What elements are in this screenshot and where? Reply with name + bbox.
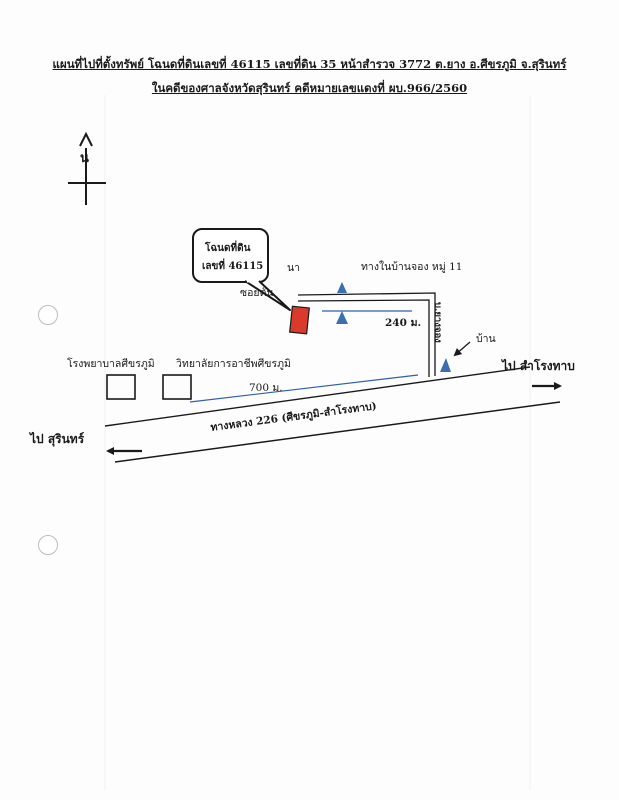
rice-field-label: นา [287, 262, 301, 274]
to-surin-label: ไป สุรินทร์ [30, 432, 85, 446]
map-title: แผนที่ไปที่ตั้งทรัพย์ โฉนดที่ดินเลขที่ 4… [52, 57, 567, 71]
college-label: วิทยาลัยการอาชีพศีขรภูมิ [176, 358, 291, 370]
callout-line-1: โฉนดที่ดิน [205, 243, 251, 254]
local-road [297, 292, 436, 377]
highway-edge-north [104, 366, 531, 427]
house-pointer-arrow [453, 341, 471, 357]
north-label: น [80, 151, 89, 166]
hospital-label: โรงพยาบาลศีขรภูมิ [67, 358, 155, 370]
blue-marker-plot [336, 311, 348, 324]
blue-marker-village [440, 358, 451, 372]
blue-marker-north [337, 282, 347, 293]
to-samrong-thap-label: ไป สำโรงทาบ [502, 359, 575, 373]
callout-line-2: เลขที่ 46115 [202, 261, 264, 272]
college-box [162, 374, 192, 400]
north-compass-icon [68, 131, 106, 205]
highway-edge-south [114, 401, 561, 463]
village-sign-label: บ.ยางจอง [432, 302, 443, 343]
land-plot-46115 [289, 305, 310, 335]
case-subtitle: ในคดีของศาลจังหวัดสุรินทร์ คดีหมายเลขแดง… [151, 81, 468, 95]
dead-end-alley-label: ซอยตัน [240, 287, 274, 299]
punch-hole-bottom [38, 535, 58, 555]
distance-line-700 [189, 374, 419, 403]
land-deed-callout [192, 228, 291, 311]
house-label: บ้าน [476, 333, 496, 345]
distance-240-label: 240 ม. [385, 317, 422, 329]
distance-700-label: 700 ม. [249, 382, 283, 394]
hospital-box [106, 374, 136, 400]
village-road-label: ทางในบ้านจอง หมู่ 11 [361, 261, 463, 273]
punch-hole-top [38, 305, 58, 325]
